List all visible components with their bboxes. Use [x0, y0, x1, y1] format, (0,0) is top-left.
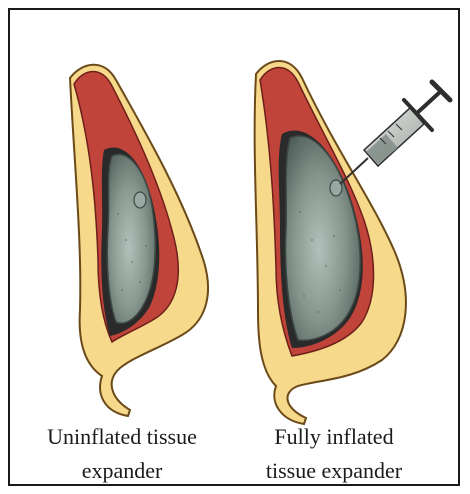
uninflated-breast-cross-section: [70, 65, 208, 416]
inflated-caption: Fully inflated tissue expander: [234, 420, 434, 488]
fill-port-left: [134, 192, 146, 208]
inflated-caption-line2: tissue expander: [234, 454, 434, 488]
syringe-icon: [340, 82, 450, 184]
inflated-breast-cross-section: [255, 61, 406, 424]
inflated-caption-line1: Fully inflated: [234, 420, 434, 454]
uninflated-caption: Uninflated tissue expander: [22, 420, 222, 488]
fill-port-right: [330, 180, 342, 196]
uninflated-caption-line1: Uninflated tissue: [22, 420, 222, 454]
uninflated-caption-line2: expander: [22, 454, 222, 488]
